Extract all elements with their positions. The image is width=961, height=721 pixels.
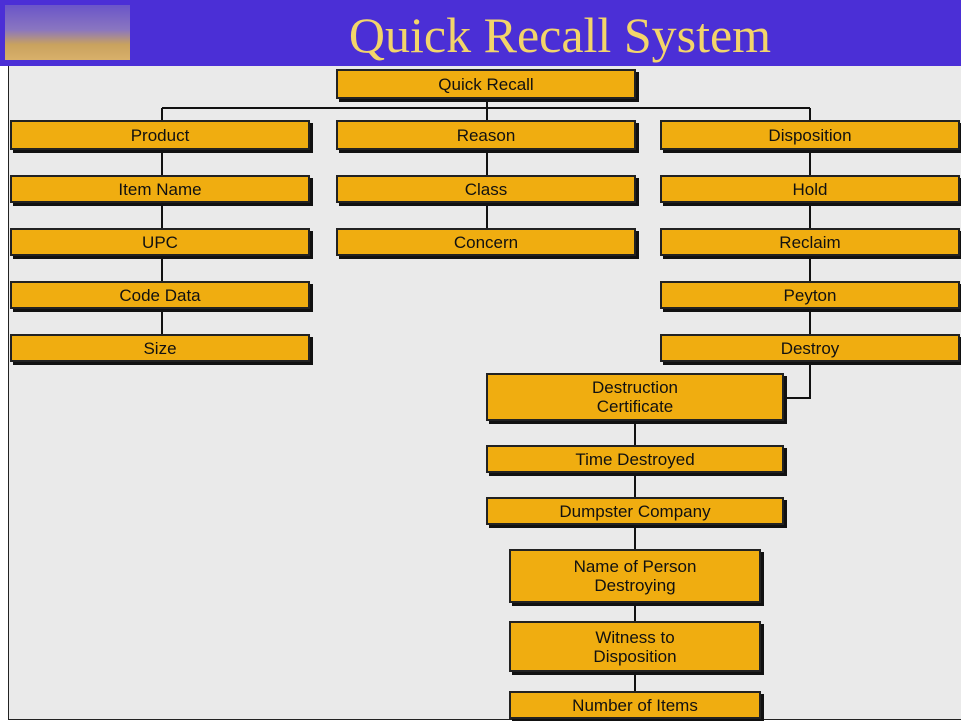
box-name-of-person-destroying: Name of Person Destroying — [509, 549, 761, 603]
box-destruction-certificate: Destruction Certificate — [486, 373, 784, 421]
slide-title: Quick Recall System — [348, 7, 772, 63]
box-upc: UPC — [10, 228, 310, 256]
box-quick-recall: Quick Recall — [336, 69, 636, 99]
box-witness-to-disposition: Witness to Disposition — [509, 621, 761, 672]
box-item-name: Item Name — [10, 175, 310, 203]
box-disposition: Disposition — [660, 120, 960, 150]
box-dumpster-company: Dumpster Company — [486, 497, 784, 525]
box-number-of-items: Number of Items — [509, 691, 761, 719]
box-peyton: Peyton — [660, 281, 960, 309]
box-time-destroyed: Time Destroyed — [486, 445, 784, 473]
box-reason: Reason — [336, 120, 636, 150]
title-bar: Quick Recall System — [0, 0, 961, 66]
box-class: Class — [336, 175, 636, 203]
box-size: Size — [10, 334, 310, 362]
box-concern: Concern — [336, 228, 636, 256]
box-code-data: Code Data — [10, 281, 310, 309]
box-hold: Hold — [660, 175, 960, 203]
box-reclaim: Reclaim — [660, 228, 960, 256]
box-destroy: Destroy — [660, 334, 960, 362]
wheat-field-image — [5, 5, 130, 60]
box-product: Product — [10, 120, 310, 150]
